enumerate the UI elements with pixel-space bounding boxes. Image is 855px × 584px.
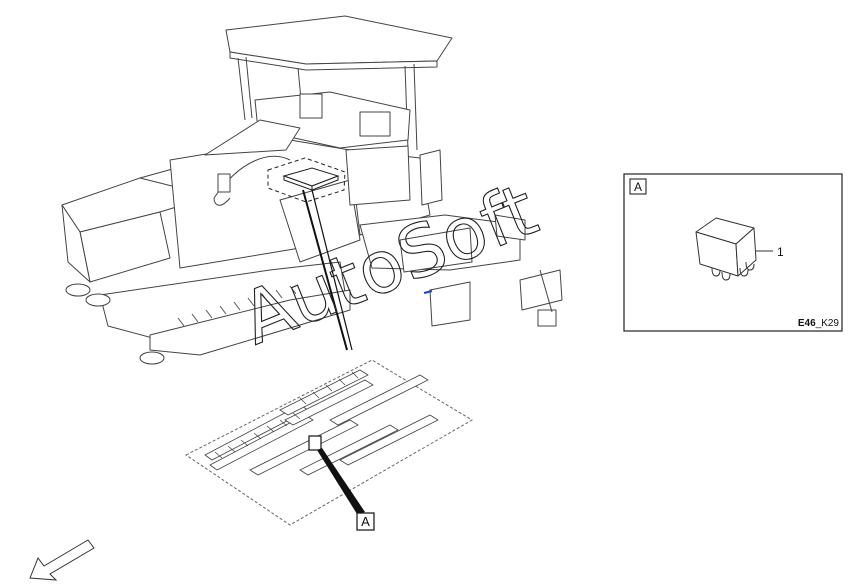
- highlighted-relay: [308, 435, 322, 451]
- detail-label: A: [634, 180, 642, 194]
- location-highlight: [267, 157, 346, 203]
- detail-code-suffix: _K29: [815, 318, 840, 329]
- part-number: 1: [777, 245, 784, 259]
- callout-pointer: [317, 448, 365, 514]
- detail-code: E46_K29: [798, 318, 840, 329]
- leader-line-left: [302, 189, 348, 351]
- detail-code-bold: E46: [798, 318, 816, 329]
- detail-view: A 1 E46_K29: [623, 173, 843, 332]
- paver-machine: [61, 15, 563, 365]
- blue-marker: [423, 290, 433, 294]
- orientation-arrow-icon: [29, 539, 95, 581]
- callout-label-box: [356, 512, 375, 531]
- relay-component: [695, 217, 757, 281]
- callout-label: A: [361, 514, 370, 529]
- leader-line-right: [311, 189, 353, 351]
- relay-board: [185, 359, 473, 526]
- detail-label-box: [629, 178, 647, 195]
